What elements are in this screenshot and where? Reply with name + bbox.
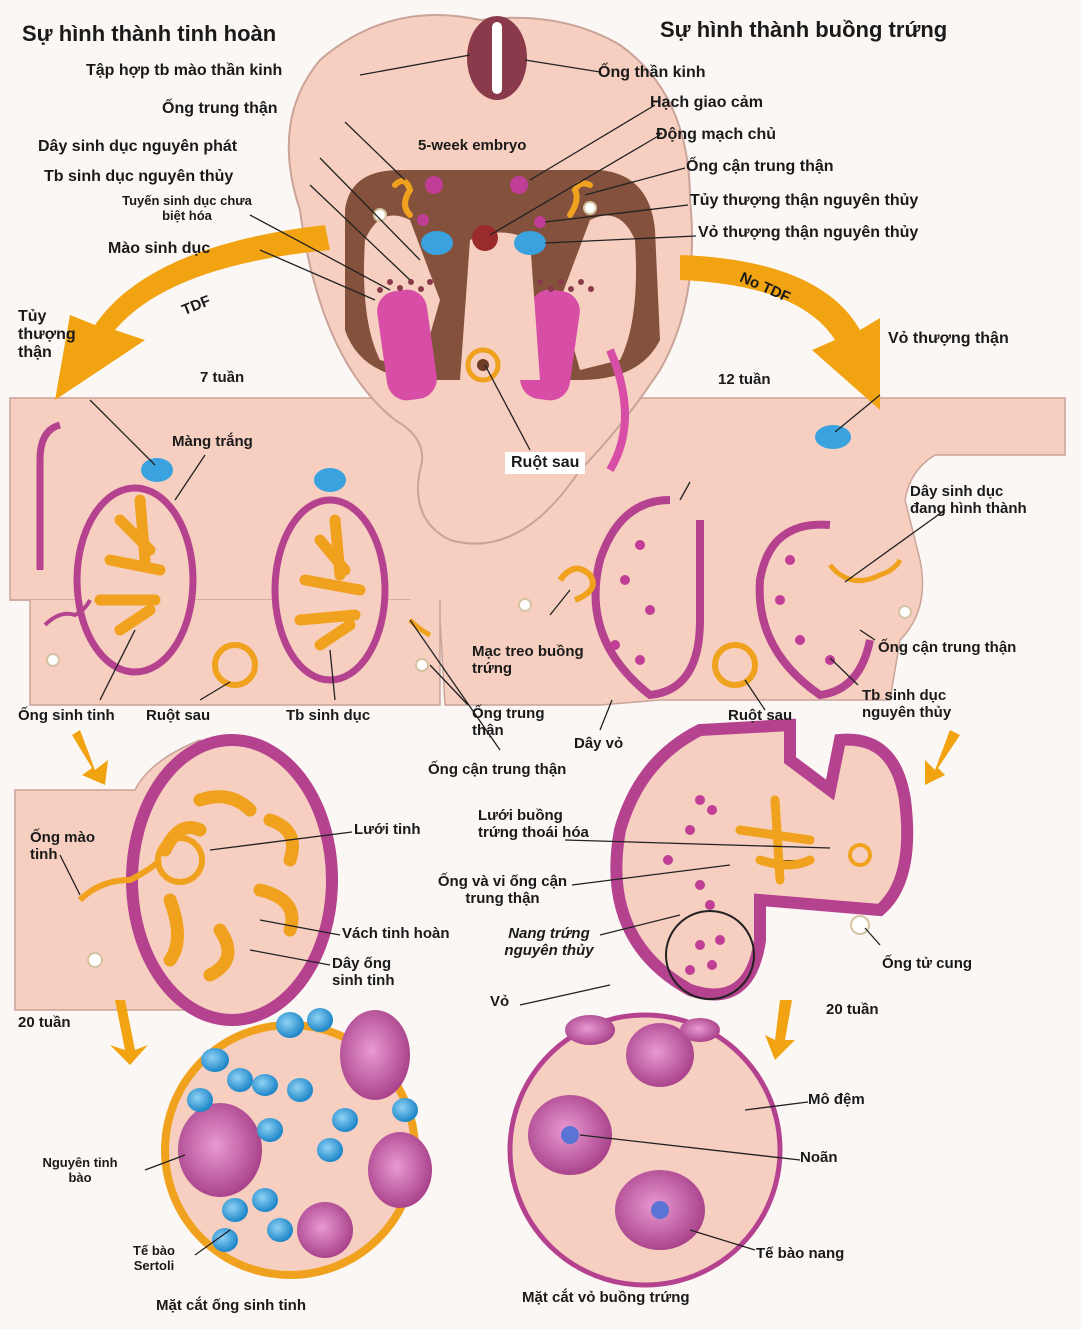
left-adrenal-cortex-shape: [421, 231, 453, 255]
label-sertoli: Tế bào Sertoli: [133, 1243, 175, 1273]
label-paramesonephric-duct: Ống cận trung thận: [686, 158, 834, 175]
label-testis-20-weeks: 20 tuần: [18, 1014, 71, 1031]
label-follicle-cell: Tế bào nang: [756, 1245, 845, 1262]
leader-lines: [59, 54, 946, 1256]
label-primitive-adrenal-cortex: Vỏ thượng thận nguyên thủy: [698, 224, 919, 241]
label-seminiferous-tubule: Ống sinh tinh: [18, 707, 115, 724]
label-cortical-cords: Dây vỏ: [574, 735, 624, 752]
label-aorta: Động mạch chủ: [656, 126, 777, 143]
label-uterine-tube: Ống tử cung: [882, 955, 973, 972]
label-ovary-paramesonephric-duct: Ống cận trung thận: [878, 639, 1017, 656]
label-neural-crest: Tập hợp tb mào thần kinh: [86, 62, 283, 79]
label-rete-ovarii: Lưới buồng trứng thoái hóa: [478, 807, 589, 841]
label-mesonephric-duct: Ống trung thận: [162, 100, 278, 117]
label-indifferent-gonad: Tuyến sinh dục chưa biệt hóa: [122, 193, 252, 223]
left-genital-ridge-shape: [377, 289, 437, 401]
label-adrenal-cortex: Vỏ thượng thận: [888, 330, 1009, 347]
label-mesonephric-tubules: Ống và vi ống cận trung thận: [437, 873, 568, 907]
aorta-shape: [472, 225, 498, 251]
label-ovary-hindgut: Ruột sau: [728, 707, 793, 724]
label-5-week-embryo: 5-week embryo: [418, 137, 527, 154]
seminiferous-tubule-section: [161, 1008, 432, 1279]
label-epididymis: Ống mào tinh: [30, 829, 96, 863]
no-tdf-arrow: [680, 255, 880, 410]
label-rete-testis: Lưới tinh: [354, 821, 421, 838]
label-primordial-follicle: Nang trứng nguyên thủy: [504, 925, 594, 959]
label-testis-hindgut: Ruột sau: [146, 707, 211, 724]
sertoli-cells: [187, 1008, 418, 1252]
descending-arrows: [72, 730, 960, 1065]
label-testis-mesonephric-duct: Ống trung thận: [472, 705, 545, 739]
ovary-20-week: [610, 718, 914, 1001]
ovarian-cortex-section: [507, 1012, 783, 1288]
ovary-title: Sự hình thành buồng trứng: [660, 17, 948, 42]
label-primitive-adrenal-medulla: Tủy thượng thận nguyên thủy: [690, 192, 919, 209]
right-adrenal-cortex-shape: [514, 231, 546, 255]
embryo-cross-section: [287, 14, 693, 545]
label-cortex: Vỏ: [490, 993, 510, 1010]
label-sympathetic-ganglion: Hạch giao cảm: [650, 94, 763, 111]
label-primordial-germ-cells: Tb sinh dục nguyên thủy: [44, 168, 234, 185]
label-neural-tube: Ống thần kinh: [598, 64, 706, 81]
testis-20-week: [14, 734, 338, 1026]
label-adrenal-medulla: Tủy thượng thận: [18, 308, 76, 361]
label-12-weeks: 12 tuần: [718, 371, 771, 388]
label-genital-ridge: Mào sinh dục: [108, 240, 211, 257]
label-germ-cells: Tb sinh dục: [286, 707, 371, 724]
label-ovary-section: Mặt cắt vỏ buồng trứng: [522, 1289, 690, 1306]
label-oocyte: Noãn: [800, 1149, 838, 1166]
label-ovary-20-weeks: 20 tuần: [826, 1001, 879, 1018]
label-testis-paramesonephric-duct: Ống cận trung thận: [428, 761, 567, 778]
label-stroma: Mô đệm: [808, 1091, 865, 1108]
testis-7-week: [36, 421, 432, 688]
label-ovary-germ-cells: Tb sinh dục nguyên thủy: [862, 687, 952, 721]
label-tubule-section: Mặt cắt ống sinh tinh: [156, 1297, 306, 1314]
label-septum: Vách tinh hoàn: [342, 925, 450, 942]
label-7-weeks: 7 tuần: [200, 369, 245, 386]
label-developing-cords: Dây sinh dục đang hình thành: [910, 483, 1027, 517]
label-spermatogonia: Nguyên tinh bào: [42, 1155, 118, 1185]
label-primary-sex-cords: Dây sinh dục nguyên phát: [38, 138, 238, 155]
label-tunica-albuginea: Màng trắng: [172, 433, 253, 450]
label-mesovarium: Mạc treo buồng trứng: [472, 643, 584, 677]
label-seminiferous-cords: Dây ống sinh tinh: [332, 955, 395, 989]
spermatogonium-cell: [178, 1103, 262, 1197]
label-embryo-hindgut: Ruột sau: [505, 452, 586, 474]
ovary-12-week: [518, 425, 912, 700]
testis-title: Sự hình thành tinh hoàn: [22, 21, 277, 46]
